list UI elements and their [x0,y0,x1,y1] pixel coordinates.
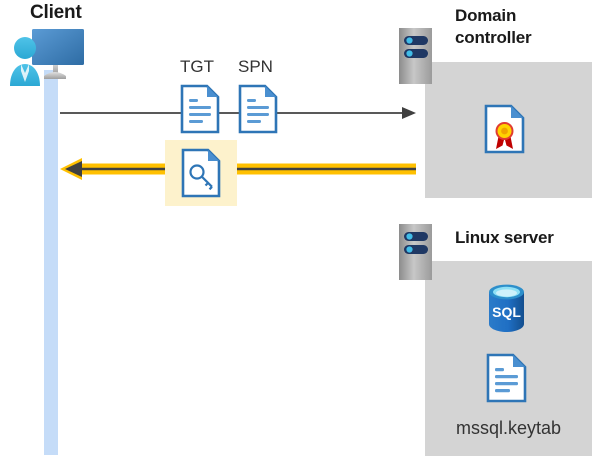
domain-controller-server-icon [399,28,432,84]
spn-label: SPN [238,57,273,76]
keytab-document-icon [486,353,527,403]
linux-server-icon [399,224,432,280]
linux-server-title: Linux server [455,228,554,247]
client-title: Client [30,2,82,23]
certificate-document-icon [484,104,525,154]
dc-title-line2: controller [455,28,532,47]
sql-database-icon: SQL [489,284,524,332]
client-lifeline [44,70,58,455]
request-arrow [60,107,416,119]
service-ticket-key-icon [181,148,221,198]
domain-controller-title: Domain controller [455,5,595,49]
spn-document-icon [238,84,278,134]
sql-label: SQL [492,304,521,320]
tgt-document-icon [180,84,220,134]
response-arrow [60,158,416,180]
user-workstation-icon [10,29,84,86]
dc-title-line1: Domain [455,6,517,25]
keytab-filename-label: mssql.keytab [455,418,562,438]
tgt-label: TGT [180,57,214,76]
